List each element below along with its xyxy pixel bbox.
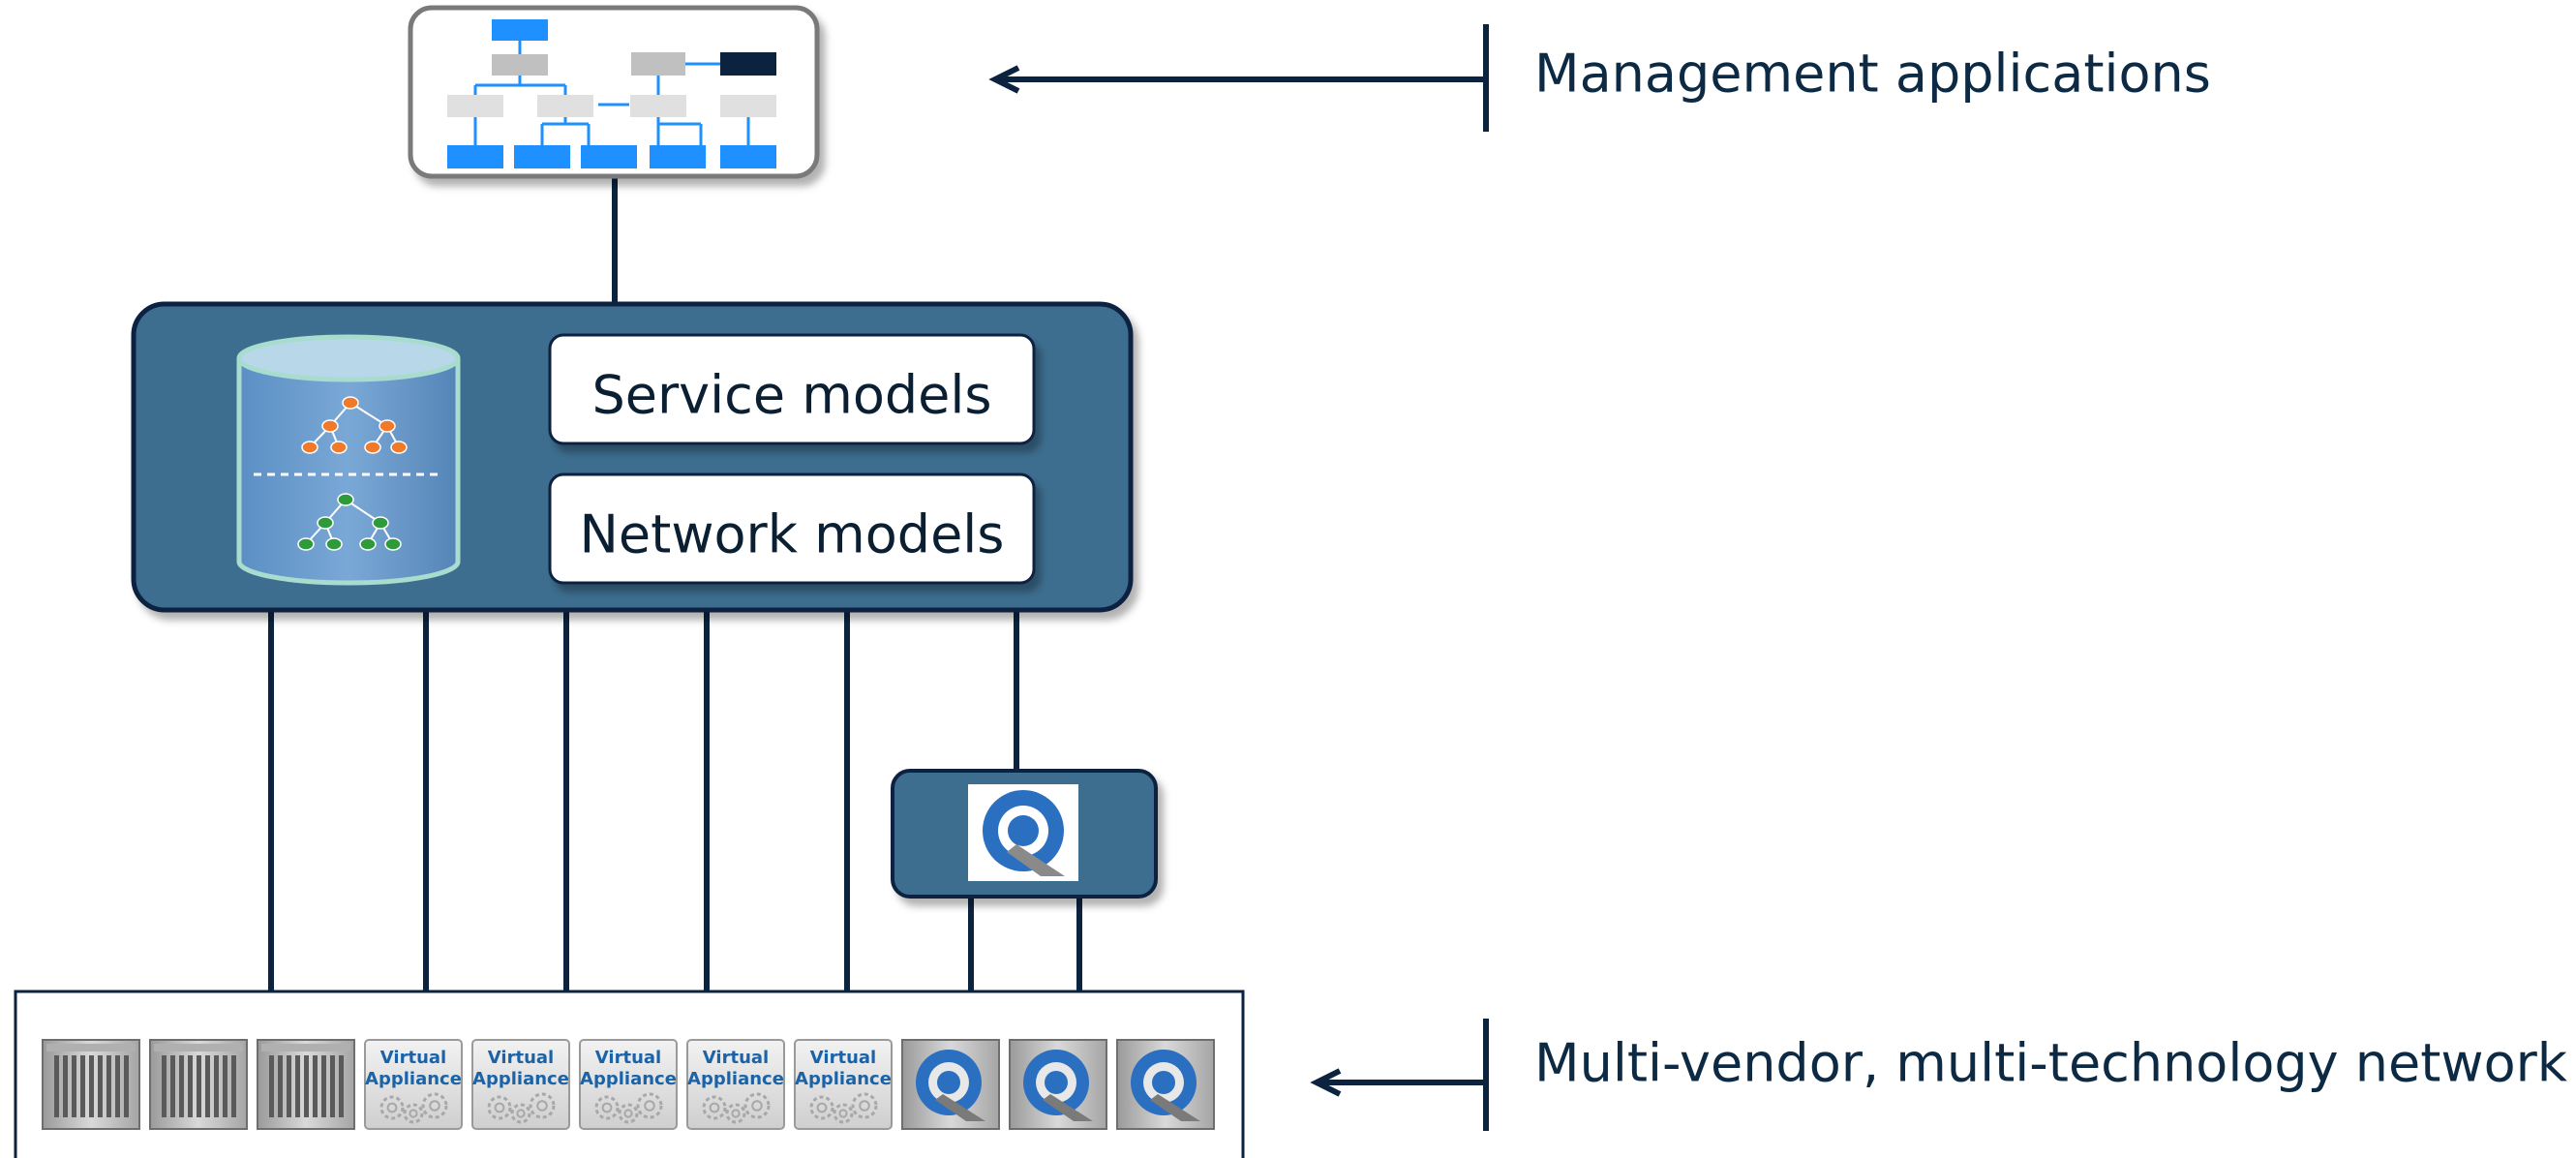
virtual-appliance-label-line2: Appliance <box>687 1069 784 1089</box>
network-arrow <box>1310 1019 1489 1131</box>
management-arrow <box>988 24 1489 132</box>
network-models-label: Network models <box>580 504 1005 565</box>
controller-box: Service models Network models <box>131 301 1134 613</box>
virtual-appliance-label-line2: Appliance <box>580 1069 677 1089</box>
devices-group: VirtualApplianceVirtualApplianceVirtualA… <box>42 1039 1215 1130</box>
chassis-device-icon-2 <box>149 1039 248 1130</box>
hierarchy-chart-icon <box>447 19 776 168</box>
management-application-box <box>408 5 820 179</box>
adapter-box <box>891 769 1158 899</box>
legacy-device-icon-11 <box>1116 1039 1215 1130</box>
virtual-appliance-label-line1: Virtual <box>488 1048 554 1068</box>
virtual-appliance-label-line1: Virtual <box>810 1048 876 1068</box>
chassis-device-icon-1 <box>42 1039 140 1130</box>
adapter-icon <box>968 784 1078 881</box>
chassis-device-icon-3 <box>257 1039 355 1130</box>
legacy-device-icon-9 <box>901 1039 1000 1130</box>
virtual-appliance-label-line1: Virtual <box>380 1048 446 1068</box>
virtual-appliance-label-line2: Appliance <box>472 1069 569 1089</box>
network-models-box: Network models <box>548 472 1036 585</box>
virtual-appliance-label-line1: Virtual <box>703 1048 769 1068</box>
virtual-appliance-label-line1: Virtual <box>595 1048 661 1068</box>
management-box-frame <box>408 5 820 179</box>
virtual-appliance-label-line2: Appliance <box>795 1069 892 1089</box>
model-database-icon <box>236 334 461 586</box>
management-applications-label: Management applications <box>1534 44 2211 105</box>
network-label: Multi-vendor, multi-technology network <box>1534 1033 2568 1094</box>
service-models-box: Service models <box>548 333 1036 445</box>
virtual-appliance-label-line2: Appliance <box>365 1069 462 1089</box>
network-devices-strip: VirtualApplianceVirtualApplianceVirtualA… <box>14 990 1245 1158</box>
legacy-device-icon-10 <box>1009 1039 1107 1130</box>
connection-lines <box>268 174 1082 992</box>
service-models-label: Service models <box>591 365 991 426</box>
